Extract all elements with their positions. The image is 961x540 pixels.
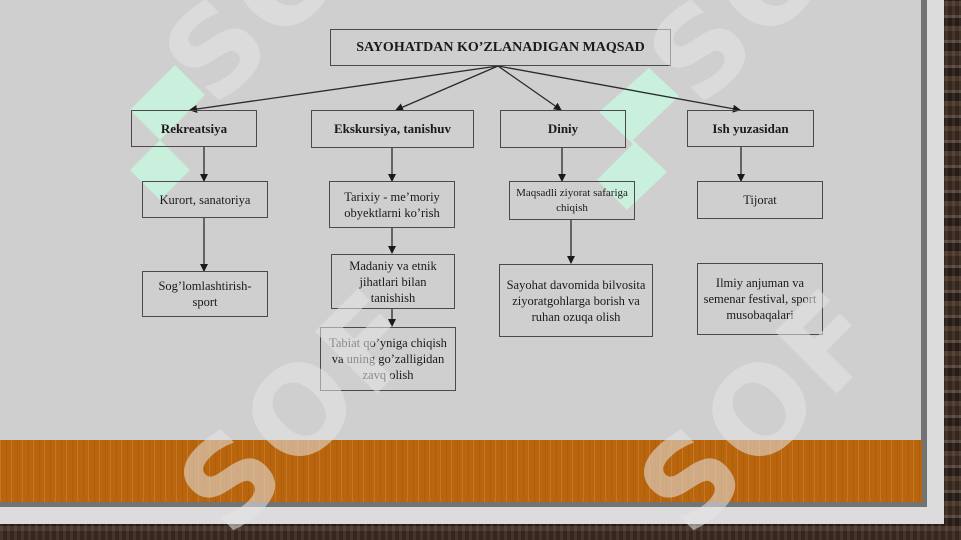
item-kurort: Kurort, sanatoriya bbox=[142, 181, 268, 218]
item-tijorat: Tijorat bbox=[697, 181, 823, 219]
item-soglomlashtirish: Sog’lomlashtirish-sport bbox=[142, 271, 268, 317]
category-diniy: Diniy bbox=[500, 110, 626, 148]
arrow bbox=[189, 65, 499, 113]
connectors bbox=[189, 65, 745, 327]
item-madaniy: Madaniy va etnik jihatlari bilan tanishi… bbox=[331, 254, 455, 309]
category-rekreatsiya: Rekreatsiya bbox=[131, 110, 257, 147]
diagram-title: SAYOHATDAN KO’ZLANADIGAN MAQSAD bbox=[330, 29, 671, 66]
item-tarixiy: Tarixiy - me’moriy obyektlarni ko’rish bbox=[329, 181, 455, 228]
category-ekskursiya: Ekskursiya, tanishuv bbox=[311, 110, 474, 148]
category-ish-yuzasidan: Ish yuzasidan bbox=[687, 110, 814, 147]
arrow bbox=[497, 65, 741, 113]
arrow bbox=[497, 65, 562, 111]
item-ilmiy-anjuman: Ilmiy anjuman va semenar festival, sport… bbox=[697, 263, 823, 335]
item-sayohat-davomida: Sayohat davomida bilvosita ziyoratgohlar… bbox=[499, 264, 653, 337]
item-maqsadli-ziyorat: Maqsadli ziyorat safariga chiqish bbox=[509, 181, 635, 220]
item-tabiat: Tabiat qo’yniga chiqish va uning go’zall… bbox=[320, 327, 456, 391]
footer-band bbox=[0, 440, 922, 502]
slide-card: SAYOHATDAN KO’ZLANADIGAN MAQSAD Rekreats… bbox=[0, 0, 921, 440]
arrow bbox=[395, 65, 499, 111]
